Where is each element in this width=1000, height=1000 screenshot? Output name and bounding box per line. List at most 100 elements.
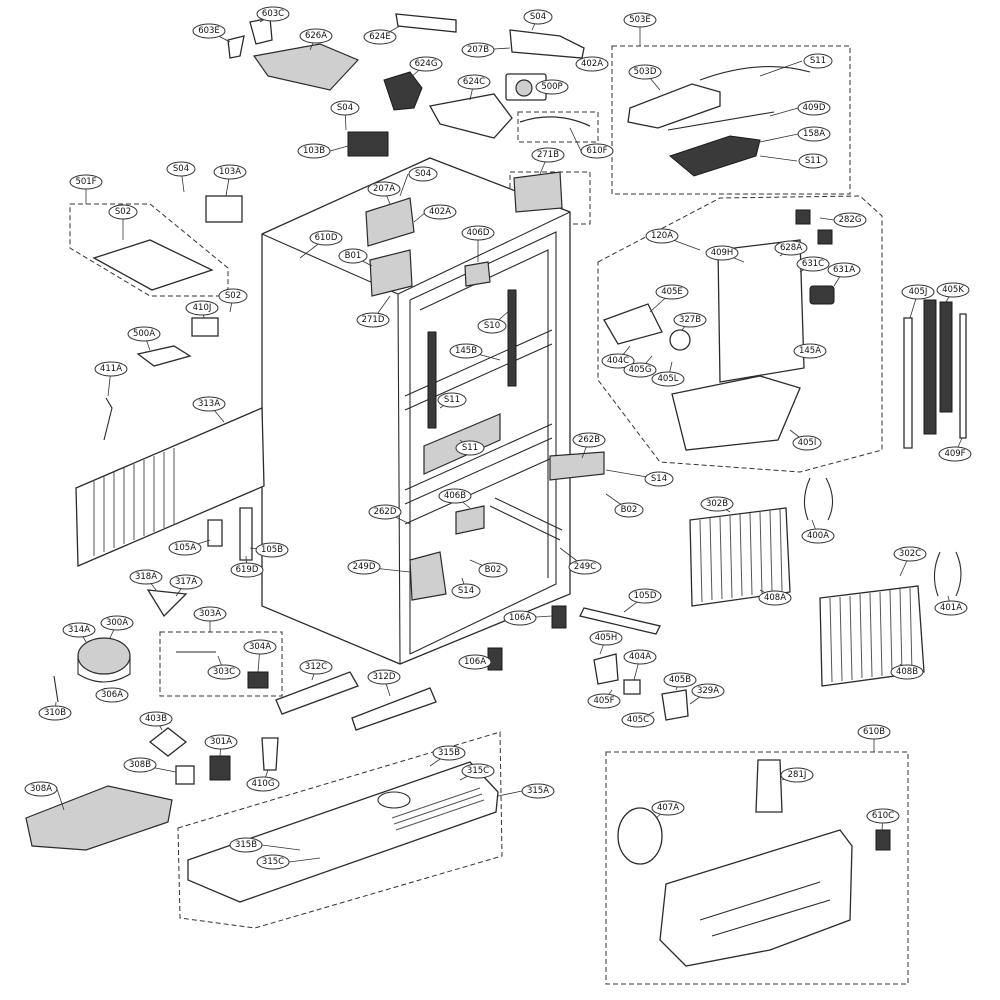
part-610f bbox=[519, 116, 591, 127]
callout-label: 315C bbox=[467, 766, 489, 776]
callout-label: 402A bbox=[429, 207, 451, 217]
callout-s10: S10 bbox=[477, 318, 507, 334]
part-s11-wire bbox=[699, 66, 811, 81]
callout-b02: B02 bbox=[614, 502, 644, 518]
part-300a-compressor bbox=[77, 637, 131, 683]
callout-label: 300A bbox=[106, 618, 128, 628]
part-312c bbox=[275, 671, 359, 715]
callout-label: 315A bbox=[527, 786, 549, 796]
part-318a bbox=[146, 589, 188, 618]
callout-label: 628A bbox=[780, 243, 802, 253]
callout-406b: 406B bbox=[438, 488, 472, 504]
callout-407a: 407A bbox=[651, 800, 685, 816]
callout-610c: 610C bbox=[866, 808, 900, 824]
callout-label: 262B bbox=[578, 435, 600, 445]
callout-628a: 628A bbox=[774, 240, 808, 256]
part-313a-back-panel bbox=[75, 407, 265, 567]
callout-label: 408B bbox=[896, 667, 918, 677]
callout-s04: S04 bbox=[166, 161, 196, 177]
callout-106a: 106A bbox=[458, 654, 492, 670]
callout-105b: 105B bbox=[255, 542, 289, 558]
callout-405b: 405B bbox=[663, 672, 697, 688]
callout-405e: 405E bbox=[655, 284, 689, 300]
callout-label: 145A bbox=[799, 346, 821, 356]
callout-405j: 405J bbox=[901, 284, 935, 300]
callout-label: 207B bbox=[467, 45, 489, 55]
callout-label: 405B bbox=[669, 675, 691, 685]
callout-405f: 405F bbox=[587, 693, 621, 709]
callout-label: 619D bbox=[236, 565, 259, 575]
callout-282g: 282G bbox=[833, 212, 867, 228]
part-407a bbox=[617, 807, 663, 865]
callout-label: 400A bbox=[807, 531, 829, 541]
callout-631c: 631C bbox=[796, 256, 830, 272]
callout-label: S10 bbox=[484, 321, 500, 331]
callout-303a: 303A bbox=[193, 606, 227, 622]
callout-label: 282G bbox=[839, 215, 862, 225]
callout-label: 207A bbox=[373, 184, 395, 194]
callout-label: 106A bbox=[464, 657, 486, 667]
part-411a bbox=[103, 397, 113, 441]
callout-301a: 301A bbox=[204, 734, 238, 750]
callout-label: 262D bbox=[374, 507, 397, 517]
callout-624g: 624G bbox=[409, 56, 443, 72]
part-304a bbox=[247, 671, 269, 689]
group-box-610b bbox=[605, 751, 909, 985]
callout-label: 503E bbox=[629, 15, 651, 25]
part-106a-1 bbox=[551, 605, 567, 629]
part-631a bbox=[809, 285, 835, 305]
part-409d bbox=[667, 111, 775, 131]
part-405j-405k-409f bbox=[903, 299, 967, 449]
callout-s04: S04 bbox=[408, 166, 438, 182]
part-404a bbox=[623, 679, 641, 695]
callout-label: 303A bbox=[199, 609, 221, 619]
callout-s11: S11 bbox=[455, 440, 485, 456]
part-626a bbox=[252, 43, 360, 91]
callout-label: 313A bbox=[198, 399, 220, 409]
callout-262b: 262B bbox=[572, 432, 606, 448]
callout-label: 603C bbox=[262, 9, 284, 19]
callout-label: 407A bbox=[657, 803, 679, 813]
callout-405i: 405I bbox=[792, 435, 822, 451]
callout-624c: 624C bbox=[457, 74, 491, 90]
callout-label: 281J bbox=[788, 770, 807, 780]
callout-500a: 500A bbox=[127, 326, 161, 342]
group-box-610f bbox=[517, 111, 599, 143]
callout-label: 105D bbox=[634, 591, 657, 601]
callout-207b: 207B bbox=[461, 42, 495, 58]
callout-label: 304A bbox=[249, 642, 271, 652]
callout-label: 327B bbox=[679, 315, 701, 325]
callout-label: 503D bbox=[634, 67, 657, 77]
part-624e bbox=[395, 13, 457, 33]
callout-label: 302B bbox=[706, 499, 728, 509]
part-405h bbox=[593, 653, 619, 685]
callout-label: 411A bbox=[100, 364, 122, 374]
callout-145b: 145B bbox=[449, 343, 483, 359]
part-308a bbox=[25, 785, 173, 851]
callout-317a: 317A bbox=[169, 574, 203, 590]
callout-label: B01 bbox=[345, 251, 362, 261]
callout-s14: S14 bbox=[644, 471, 674, 487]
part-105a bbox=[207, 519, 223, 547]
callout-411a: 411A bbox=[94, 361, 128, 377]
callout-503e: 503E bbox=[623, 12, 657, 28]
callout-label: 271B bbox=[537, 150, 559, 160]
callout-312c: 312C bbox=[299, 659, 333, 675]
callout-624e: 624E bbox=[363, 29, 397, 45]
callout-label: 302C bbox=[899, 549, 921, 559]
callout-s04: S04 bbox=[330, 100, 360, 116]
callout-label: 315B bbox=[235, 840, 257, 850]
callout-label: 406D bbox=[467, 228, 490, 238]
callout-619d: 619D bbox=[230, 562, 264, 578]
callout-302c: 302C bbox=[893, 546, 927, 562]
callout-s02: S02 bbox=[218, 288, 248, 304]
callout-329a: 329A bbox=[691, 683, 725, 699]
part-624c bbox=[428, 93, 513, 139]
callout-label: 500A bbox=[133, 329, 155, 339]
callout-label: 610F bbox=[586, 146, 607, 156]
callout-label: 624C bbox=[463, 77, 485, 87]
callout-405c: 405C bbox=[621, 712, 655, 728]
callout-403b: 403B bbox=[139, 711, 173, 727]
callout-label: 610B bbox=[863, 727, 885, 737]
